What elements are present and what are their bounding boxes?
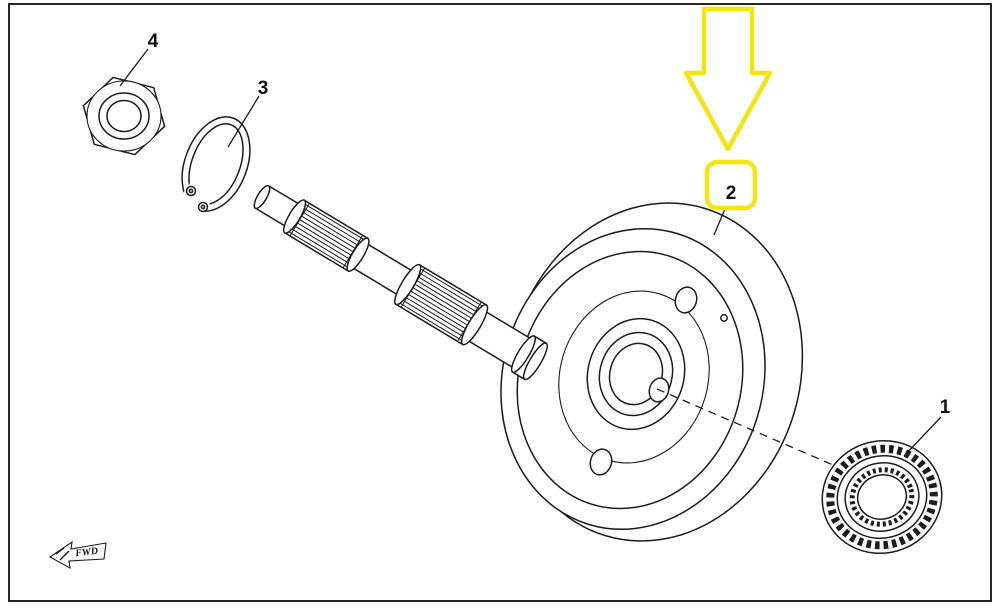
- fwd-arrow-hatch-2: [59, 550, 70, 561]
- highlighted-callout-2[interactable]: 2: [704, 159, 758, 211]
- highlight-down-arrow-icon: [683, 6, 773, 152]
- hex-nut-part-4: [82, 76, 166, 156]
- shaft-step-1: [282, 199, 307, 234]
- clutch-ring-inner-spline: [849, 467, 915, 527]
- assembly-axis-line: [656, 388, 841, 469]
- highlight-box[interactable]: [704, 159, 758, 211]
- callout-label-3: 3: [258, 78, 269, 99]
- leader-line-2: [713, 208, 726, 236]
- one-way-clutch-part-1: [821, 439, 943, 555]
- shaft-collar-back: [522, 342, 548, 381]
- clutch-ring-teeth: [826, 444, 938, 550]
- diagram-border: [8, 3, 992, 602]
- fwd-arrow-hatch-1: [55, 547, 65, 555]
- leader-line-1: [903, 416, 942, 457]
- fwd-label: FWD: [74, 546, 99, 560]
- hex-nut-bore-thread: [106, 99, 142, 133]
- shaft-step-3: [394, 263, 422, 306]
- splined-shaft: [253, 184, 548, 381]
- leader-line-4: [119, 48, 149, 87]
- spline-teeth-a: [287, 203, 365, 269]
- clutch-drum-part-2: [500, 202, 804, 542]
- shaft-step-4: [460, 304, 489, 346]
- shaft-collar-front: [510, 335, 536, 374]
- shaft-end-cap: [253, 184, 271, 210]
- drum-bolt-hole-top: [674, 286, 698, 314]
- callout-label-4: 4: [148, 31, 159, 52]
- snap-ring-ear-top-hole: [188, 188, 194, 194]
- callout-label-2[interactable]: 2: [726, 183, 737, 204]
- snap-ring-part-3: [177, 116, 251, 218]
- shaft-step-2: [346, 237, 370, 272]
- drum-pin-hole: [720, 314, 728, 322]
- drum-bolt-hole-bottom: [589, 448, 613, 476]
- fwd-direction-indicator: FWD: [48, 540, 107, 570]
- snap-ring-ear-bottom-hole: [200, 204, 206, 210]
- leader-line-3: [227, 95, 260, 148]
- callout-label-1: 1: [940, 397, 951, 418]
- clutch-ring-bore: [856, 474, 908, 520]
